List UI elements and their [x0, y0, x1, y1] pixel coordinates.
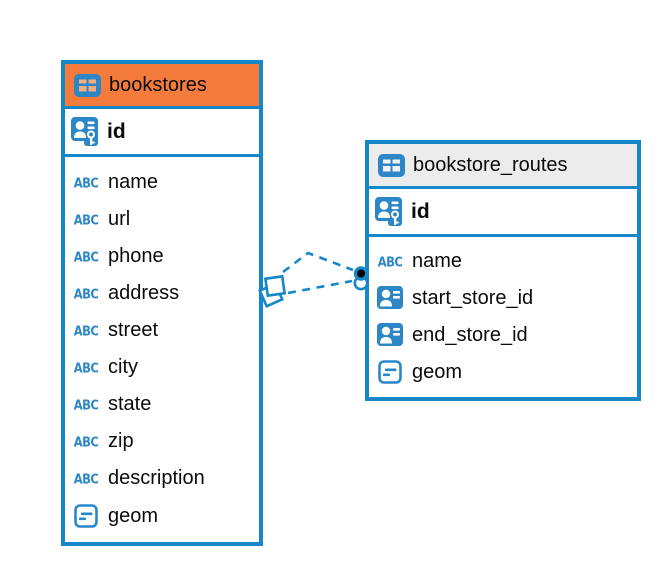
column-label: url	[108, 208, 131, 230]
column-label: zip	[108, 430, 134, 452]
relationship-source-marker[interactable]	[258, 274, 287, 308]
primary-key-icon	[375, 196, 403, 227]
column-label-id: id	[107, 119, 126, 143]
geometry-type-icon	[72, 504, 100, 528]
column-row-name[interactable]: ABC name	[369, 250, 637, 273]
column-label: geom	[412, 360, 463, 383]
column-row-street[interactable]: ABC street	[65, 319, 259, 342]
column-label: state	[108, 393, 152, 415]
table-icon	[73, 73, 101, 97]
column-row-url[interactable]: ABC url	[65, 208, 259, 231]
column-row-name[interactable]: ABC name	[65, 171, 259, 194]
geometry-type-icon	[376, 360, 404, 384]
table-bookstore-routes[interactable]: bookstore_routes id ABC name	[365, 140, 641, 401]
column-row-state[interactable]: ABC state	[65, 393, 259, 416]
column-label: name	[108, 171, 159, 193]
table-bookstores[interactable]: bookstores id ABC name ABC url	[61, 60, 263, 546]
table-title: bookstore_routes	[413, 153, 568, 176]
column-label: name	[412, 250, 463, 272]
text-type-icon: ABC	[73, 470, 99, 487]
column-row-address[interactable]: ABC address	[65, 282, 259, 305]
relationship-line-1[interactable]	[282, 251, 354, 274]
column-row-geom[interactable]: geom	[369, 360, 637, 384]
column-row-city[interactable]: ABC city	[65, 356, 259, 379]
column-label: end_store_id	[412, 323, 528, 346]
column-label-id: id	[411, 199, 430, 223]
column-label: street	[108, 319, 159, 341]
text-type-icon: ABC	[73, 433, 99, 450]
column-label: start_store_id	[412, 286, 534, 309]
relationship-line-2[interactable]	[287, 279, 353, 295]
column-list: ABC name ABC url ABC phone ABC address A…	[65, 157, 259, 542]
column-row-id[interactable]: id	[369, 189, 637, 237]
reference-type-icon	[376, 323, 404, 347]
text-type-icon: ABC	[73, 322, 99, 339]
text-type-icon: ABC	[73, 285, 99, 302]
column-row-phone[interactable]: ABC phone	[65, 245, 259, 268]
text-type-icon: ABC	[73, 174, 99, 191]
primary-key-icon	[71, 116, 99, 147]
column-label: geom	[108, 504, 159, 527]
text-type-icon: ABC	[377, 253, 403, 270]
text-type-icon: ABC	[73, 211, 99, 228]
column-row-description[interactable]: ABC description	[65, 467, 259, 490]
column-row-end-store-id[interactable]: end_store_id	[369, 323, 637, 347]
table-bookstore-routes-header[interactable]: bookstore_routes	[369, 144, 637, 189]
text-type-icon: ABC	[73, 359, 99, 376]
column-list: ABC name start_store_id	[369, 237, 637, 397]
column-label: phone	[108, 245, 164, 267]
text-type-icon: ABC	[73, 248, 99, 265]
column-row-id[interactable]: id	[65, 109, 259, 157]
table-bookstores-header[interactable]: bookstores	[65, 64, 259, 109]
table-title: bookstores	[109, 73, 207, 96]
text-type-icon: ABC	[73, 396, 99, 413]
column-row-zip[interactable]: ABC zip	[65, 430, 259, 453]
column-label: address	[108, 282, 180, 304]
column-row-start-store-id[interactable]: start_store_id	[369, 286, 637, 310]
column-label: city	[108, 356, 138, 378]
reference-type-icon	[376, 286, 404, 310]
column-row-geom[interactable]: geom	[65, 504, 259, 528]
column-label: description	[108, 467, 205, 489]
table-icon	[377, 153, 405, 177]
